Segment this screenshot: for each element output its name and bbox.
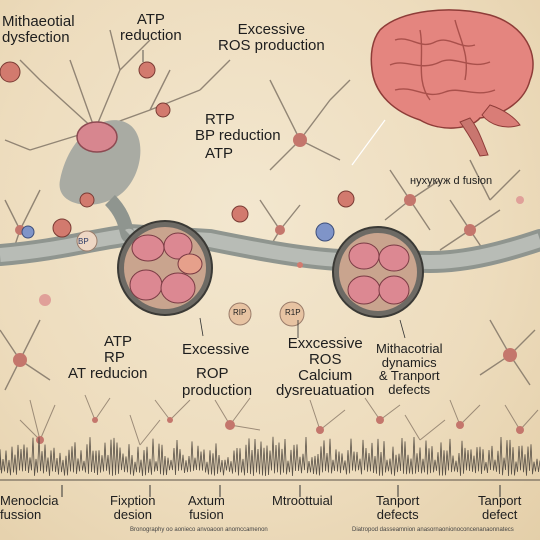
footer-left-text: Bronography oo aonieco anvoaoon anomccam…	[130, 527, 268, 533]
mitochondrion-left	[117, 220, 213, 316]
tag-rip: RIP	[233, 308, 247, 317]
bottom-label-4: Mtroottuial	[272, 493, 333, 508]
lower-somas	[36, 416, 524, 444]
mitochondrion-right	[332, 226, 424, 318]
label-rtp-bp: RTP BP reduction ATP	[195, 111, 281, 162]
label-atp-rp-lower: ATP RP AT reducion	[68, 333, 148, 382]
bottom-ticks	[61, 485, 501, 497]
neuron-somas	[13, 133, 517, 367]
footer-right-text: Diatropod dasseamnion anasornaonionoconc…	[352, 527, 514, 533]
spike-line	[0, 436, 540, 476]
brain-illustration	[370, 9, 534, 157]
pointer-line	[351, 119, 386, 166]
tag-bp: BP	[78, 237, 89, 246]
label-fusion-header: нухукуж d fusion	[410, 175, 493, 187]
axon-core	[0, 227, 540, 270]
label-mito-dynamics: Mithacotrial dynamics & Tranport defects	[376, 341, 443, 397]
label-ros-calcium: Exxcessive ROS Calcium dysreuatuation	[276, 335, 375, 400]
upper-mitochondrion	[76, 121, 118, 153]
callout-lines	[142, 50, 406, 339]
tag-r1p: R1P	[285, 308, 301, 317]
lower-neuron-forest	[19, 394, 539, 446]
signal-trace	[0, 436, 540, 476]
label-excessive-rop: Excessive ROP production	[182, 341, 253, 399]
